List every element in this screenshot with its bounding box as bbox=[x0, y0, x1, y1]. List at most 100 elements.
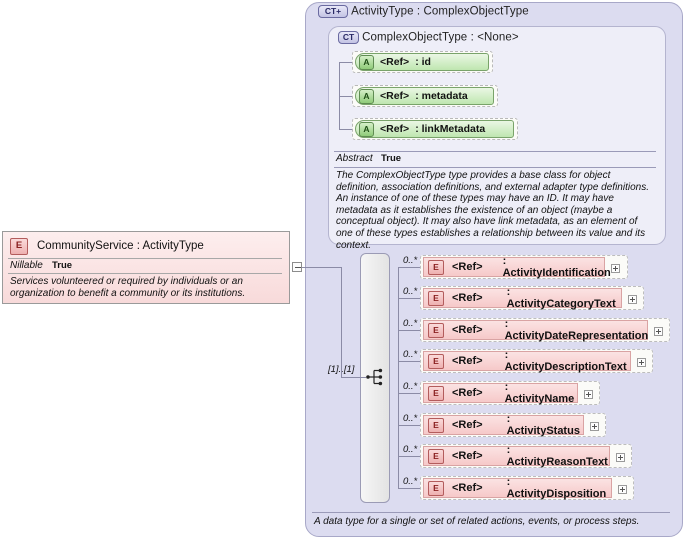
element-branch bbox=[398, 488, 420, 489]
element-icon: E bbox=[428, 417, 444, 433]
element-row[interactable]: E <Ref> : ActivityStatus bbox=[420, 413, 606, 437]
element-expand-icon[interactable] bbox=[611, 264, 620, 273]
element-icon: E bbox=[428, 259, 444, 275]
element-branch bbox=[398, 425, 420, 426]
container-header: CT+ ActivityType : ComplexObjectType bbox=[318, 5, 668, 23]
element-expand-icon[interactable] bbox=[590, 422, 599, 431]
element-row[interactable]: E <Ref> : ActivityDescriptionText bbox=[420, 349, 653, 373]
element-expand-icon[interactable] bbox=[584, 390, 593, 399]
attr-tree-branch-2 bbox=[339, 96, 352, 97]
element-branch bbox=[398, 361, 420, 362]
element-expand-icon[interactable] bbox=[618, 485, 627, 494]
element-name: : ActivityStatus bbox=[506, 413, 580, 437]
element-ref: <Ref> bbox=[452, 292, 483, 304]
element-ref: <Ref> bbox=[452, 324, 483, 336]
container-title: ActivityType : ComplexObjectType bbox=[351, 5, 529, 18]
attribute-icon: A bbox=[359, 88, 374, 104]
element-branch bbox=[398, 456, 420, 457]
complex-type-icon: CT bbox=[338, 31, 359, 44]
element-ref: <Ref> bbox=[452, 450, 483, 462]
attr-tree-branch-1 bbox=[339, 62, 352, 63]
attribute-row[interactable]: A <Ref> : id bbox=[352, 51, 493, 73]
element-icon: E bbox=[428, 322, 444, 338]
element-ref: <Ref> bbox=[452, 419, 483, 431]
inner-type-header: CT ComplexObjectType : <None> bbox=[338, 31, 658, 48]
element-row[interactable]: E <Ref> : ActivityReasonText bbox=[420, 444, 632, 468]
sequence-compositor[interactable] bbox=[360, 253, 390, 503]
element-cardinality: 0..* bbox=[403, 381, 418, 392]
element-expand-icon[interactable] bbox=[637, 358, 646, 367]
element-name: : ActivityIdentification bbox=[502, 255, 611, 279]
community-service-divider-top bbox=[8, 258, 282, 259]
element-row[interactable]: E <Ref> : ActivityCategoryText bbox=[420, 286, 644, 310]
attribute-icon: A bbox=[359, 54, 374, 70]
sequence-icon bbox=[366, 368, 383, 386]
element-branch bbox=[398, 393, 420, 394]
attribute-ref: <Ref> bbox=[380, 123, 410, 135]
element-cardinality: 0..* bbox=[403, 286, 418, 297]
element-expand-icon[interactable] bbox=[628, 295, 637, 304]
element-name: : ActivityReasonText bbox=[506, 444, 608, 468]
community-service-element[interactable] bbox=[2, 231, 290, 304]
element-row[interactable]: E <Ref> : ActivityName bbox=[420, 381, 600, 405]
element-tree-trunk bbox=[398, 267, 399, 488]
attribute-row[interactable]: A <Ref> : linkMetadata bbox=[352, 118, 518, 140]
element-icon: E bbox=[428, 448, 444, 464]
element-branch bbox=[398, 267, 420, 268]
abstract-divider-top bbox=[334, 151, 656, 152]
complex-type-expand-icon[interactable]: CT+ bbox=[318, 5, 348, 18]
abstract-value: True bbox=[381, 153, 402, 164]
community-service-header: E CommunityService : ActivityType bbox=[10, 237, 282, 255]
element-name: : ActivityDisposition bbox=[506, 476, 607, 500]
element-cardinality: 0..* bbox=[403, 444, 418, 455]
attr-tree-branch-3 bbox=[339, 129, 352, 130]
container-documentation: A data type for a single or set of relat… bbox=[314, 516, 640, 527]
element-cardinality: 0..* bbox=[403, 318, 418, 329]
element-branch bbox=[398, 298, 420, 299]
element-row[interactable]: E <Ref> : ActivityDateRepresentation bbox=[420, 318, 670, 342]
inner-type-title: ComplexObjectType : <None> bbox=[362, 31, 519, 44]
element-ref: <Ref> bbox=[452, 482, 483, 494]
inner-type-documentation: The ComplexObjectType type provides a ba… bbox=[336, 170, 649, 251]
connector-vertical bbox=[341, 267, 342, 378]
element-name: : ActivityDescriptionText bbox=[504, 349, 627, 373]
nillable-label: Nillable bbox=[10, 260, 43, 271]
community-service-documentation: Services volunteered or required by indi… bbox=[10, 276, 246, 299]
attribute-name: : linkMetadata bbox=[415, 123, 486, 135]
attribute-row[interactable]: A <Ref> : metadata bbox=[352, 85, 498, 107]
footer-divider bbox=[312, 512, 670, 513]
element-expand-icon[interactable] bbox=[616, 453, 625, 462]
attribute-name: : metadata bbox=[415, 90, 468, 102]
element-ref: <Ref> bbox=[452, 261, 483, 273]
element-name: : ActivityDateRepresentation bbox=[504, 318, 649, 342]
element-ref: <Ref> bbox=[452, 355, 483, 367]
abstract-label: Abstract bbox=[336, 153, 373, 164]
element-icon: E bbox=[10, 237, 28, 255]
attr-tree-trunk bbox=[339, 62, 340, 129]
attribute-name: : id bbox=[415, 56, 431, 68]
element-cardinality: 0..* bbox=[403, 476, 418, 487]
element-cardinality: 0..* bbox=[403, 413, 418, 424]
element-icon: E bbox=[428, 353, 444, 369]
community-service-title: CommunityService : ActivityType bbox=[37, 240, 204, 252]
community-service-divider-mid bbox=[8, 273, 282, 274]
attribute-icon: A bbox=[359, 121, 374, 137]
abstract-divider-mid bbox=[334, 167, 656, 168]
attribute-ref: <Ref> bbox=[380, 90, 410, 102]
element-cardinality: 0..* bbox=[403, 255, 418, 266]
element-icon: E bbox=[428, 385, 444, 401]
element-row[interactable]: E <Ref> : ActivityDisposition bbox=[420, 476, 634, 500]
element-cardinality: 0..* bbox=[403, 349, 418, 360]
element-name: : ActivityCategoryText bbox=[506, 286, 616, 310]
attribute-ref: <Ref> bbox=[380, 56, 410, 68]
connector-from-element bbox=[302, 267, 341, 268]
element-row[interactable]: E <Ref> : ActivityIdentification bbox=[420, 255, 628, 279]
collapse-toggle[interactable] bbox=[292, 262, 302, 272]
element-expand-icon[interactable] bbox=[654, 327, 663, 336]
element-name: : ActivityName bbox=[504, 381, 575, 405]
nillable-value: True bbox=[52, 260, 73, 271]
element-icon: E bbox=[428, 290, 444, 306]
connector-to-compositor bbox=[341, 377, 366, 378]
element-ref: <Ref> bbox=[452, 387, 483, 399]
element-icon: E bbox=[428, 480, 444, 496]
